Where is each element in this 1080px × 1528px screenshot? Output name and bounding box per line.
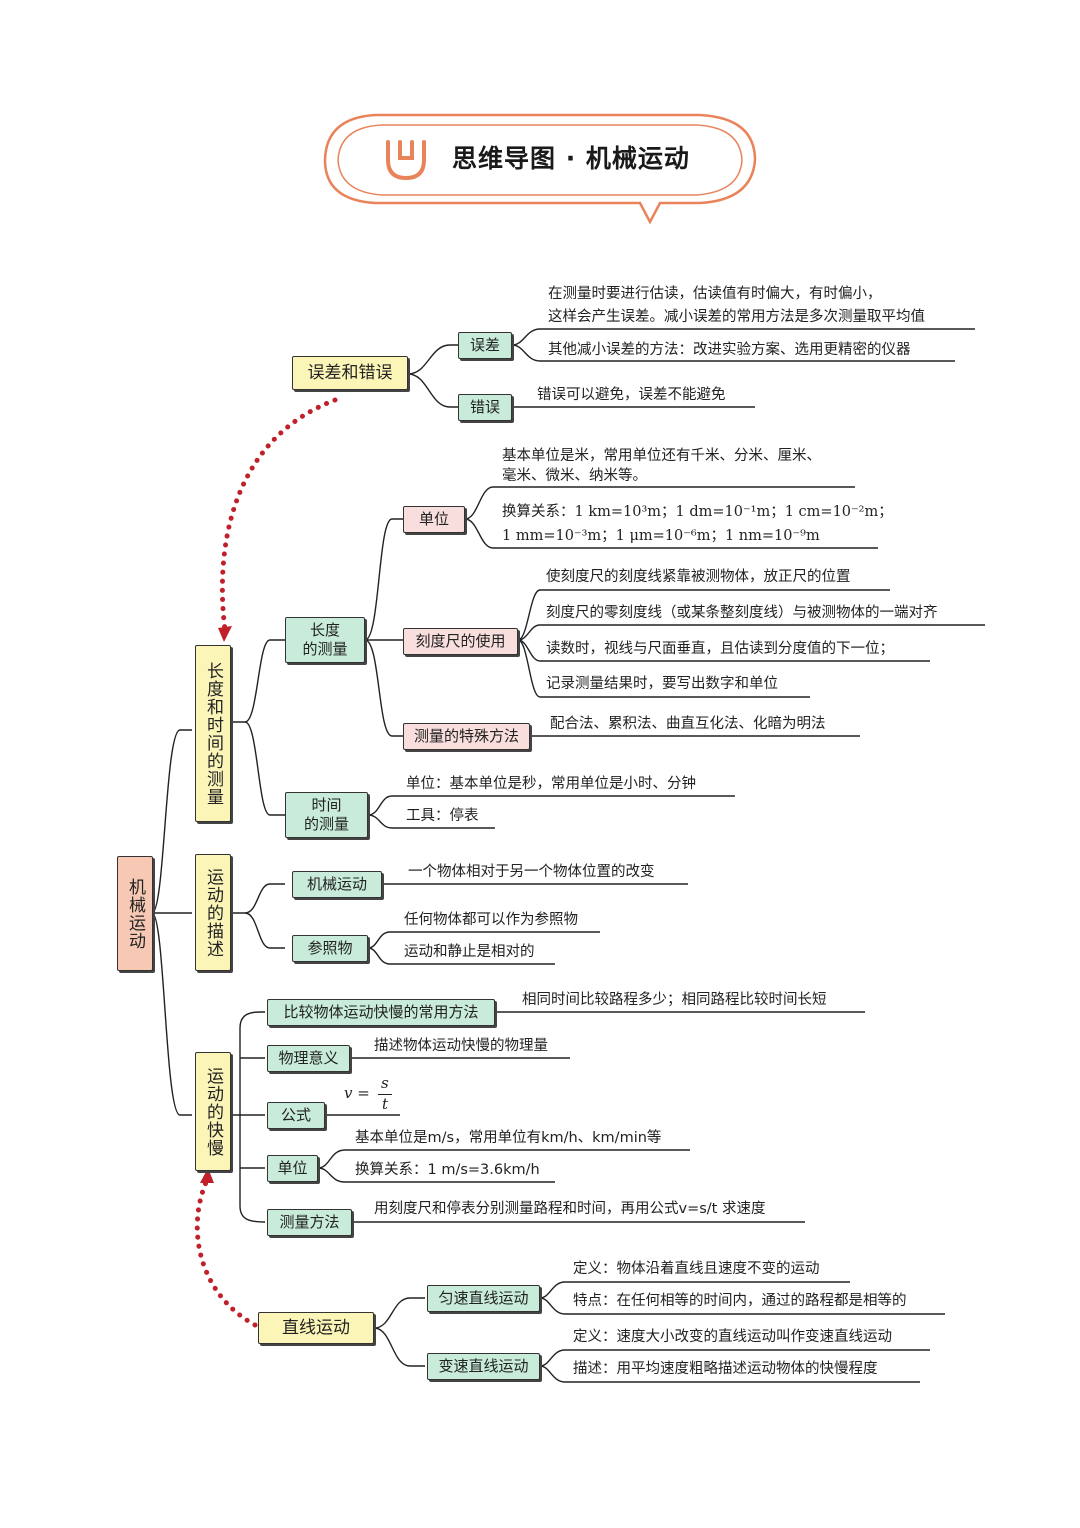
leaf-ruler-3: 读数时，视线与尺面垂直，且估读到分度值的下一位； (546, 641, 894, 657)
node-length-unit[interactable]: 单位 (403, 506, 465, 533)
leaf-error-estimate-1: 在测量时要进行估读，估读值有时偏大，有时偏小， (548, 286, 882, 302)
leaf-time-tool: 工具：停表 (406, 808, 479, 824)
leaf-mistake: 错误可以避免，误差不能避免 (537, 387, 726, 403)
leaf-variable-description: 描述：用平均速度粗略描述运动物体的快慢程度 (573, 1361, 878, 1377)
leaf-error-other-methods: 其他减小误差的方法：改进实验方案、选用更精密的仪器 (548, 342, 911, 358)
leaf-mechanical-motion: 一个物体相对于另一个物体位置的改变 (408, 864, 655, 880)
leaf-uniform-feature: 特点：在任何相等的时间内，通过的路程都是相等的 (573, 1293, 907, 1309)
node-ruler-use[interactable]: 刻度尺的使用 (403, 628, 518, 655)
leaf-speed-conversion: 换算关系：1 m/s=3.6km/h (355, 1162, 540, 1178)
leaf-measure-method: 用刻度尺和停表分别测量路程和时间，再用公式v=s/t 求速度 (374, 1201, 766, 1217)
leaf-ruler-2: 刻度尺的零刻度线（或某条整刻度线）与被测物体的一端对齐 (546, 605, 938, 621)
banner-logo-icon (386, 140, 426, 181)
node-length-measure[interactable]: 长度 的测量 (285, 617, 365, 663)
dotted-arrow-error-to-measure (219, 397, 338, 633)
node-special-methods[interactable]: 测量的特殊方法 (403, 723, 530, 750)
node-error-and-mistake[interactable]: 误差和错误 (292, 356, 408, 390)
speed-formula: v = s t (344, 1074, 404, 1116)
node-compare-methods[interactable]: 比较物体运动快慢的常用方法 (267, 999, 495, 1026)
root-node[interactable]: 机械运动 (117, 856, 153, 971)
dotted-arrow-linear-to-speed (194, 1177, 258, 1328)
leaf-unit-conversion-2: 1 mm=10⁻³m；1 μm=10⁻⁶m；1 nm=10⁻⁹m (502, 528, 820, 544)
leaf-variable-definition: 定义：速度大小改变的直线运动叫作变速直线运动 (573, 1329, 892, 1345)
leaf-ruler-1: 使刻度尺的刻度线紧靠被测物体，放正尺的位置 (546, 569, 851, 585)
page-title: 思维导图 · 机械运动 (452, 144, 690, 173)
node-variable-linear[interactable]: 变速直线运动 (427, 1353, 540, 1380)
leaf-unit-conversion-1: 换算关系：1 km=10³m；1 dm=10⁻¹m；1 cm=10⁻²m； (502, 504, 893, 520)
leaf-uniform-definition: 定义：物体沿着直线且速度不变的运动 (573, 1261, 820, 1277)
node-formula[interactable]: 公式 (267, 1102, 325, 1129)
leaf-reference-any: 任何物体都可以作为参照物 (404, 912, 578, 928)
leaf-time-unit: 单位：基本单位是秒，常用单位是小时、分钟 (406, 776, 696, 792)
leaf-ruler-4: 记录测量结果时，要写出数字和单位 (546, 676, 778, 692)
node-motion-description[interactable]: 运动的描述 (195, 854, 231, 971)
node-time-measure[interactable]: 时间 的测量 (285, 792, 368, 838)
leaf-unit-basic-1: 基本单位是米，常用单位还有千米、分米、厘米、 (502, 448, 821, 464)
leaf-compare-methods: 相同时间比较路程多少；相同路程比较时间长短 (522, 992, 827, 1008)
node-reference-object[interactable]: 参照物 (292, 935, 368, 962)
node-speed-unit[interactable]: 单位 (267, 1155, 318, 1182)
node-uniform-linear[interactable]: 匀速直线运动 (427, 1285, 540, 1312)
node-measure-method[interactable]: 测量方法 (267, 1209, 352, 1236)
node-motion-speed[interactable]: 运动的快慢 (195, 1052, 231, 1171)
node-length-time-measure[interactable]: 长度和时间的测量 (195, 645, 231, 822)
node-physical-meaning[interactable]: 物理意义 (267, 1045, 350, 1072)
leaf-speed-unit: 基本单位是m/s，常用单位有km/h、km/min等 (355, 1130, 662, 1146)
leaf-error-estimate-2: 这样会产生误差。减小误差的常用方法是多次测量取平均值 (548, 309, 925, 325)
node-mistake[interactable]: 错误 (458, 394, 512, 421)
node-linear-motion[interactable]: 直线运动 (258, 1312, 374, 1344)
node-error[interactable]: 误差 (458, 332, 512, 359)
title-banner-inner (337, 124, 743, 196)
leaf-special-methods: 配合法、累积法、曲直互化法、化暗为明法 (550, 716, 826, 732)
node-mechanical-motion[interactable]: 机械运动 (292, 871, 382, 898)
leaf-physical-meaning: 描述物体运动快慢的物理量 (374, 1038, 548, 1054)
leaf-reference-relative: 运动和静止是相对的 (404, 944, 535, 960)
leaf-unit-basic-2: 毫米、微米、纳米等。 (502, 468, 647, 484)
